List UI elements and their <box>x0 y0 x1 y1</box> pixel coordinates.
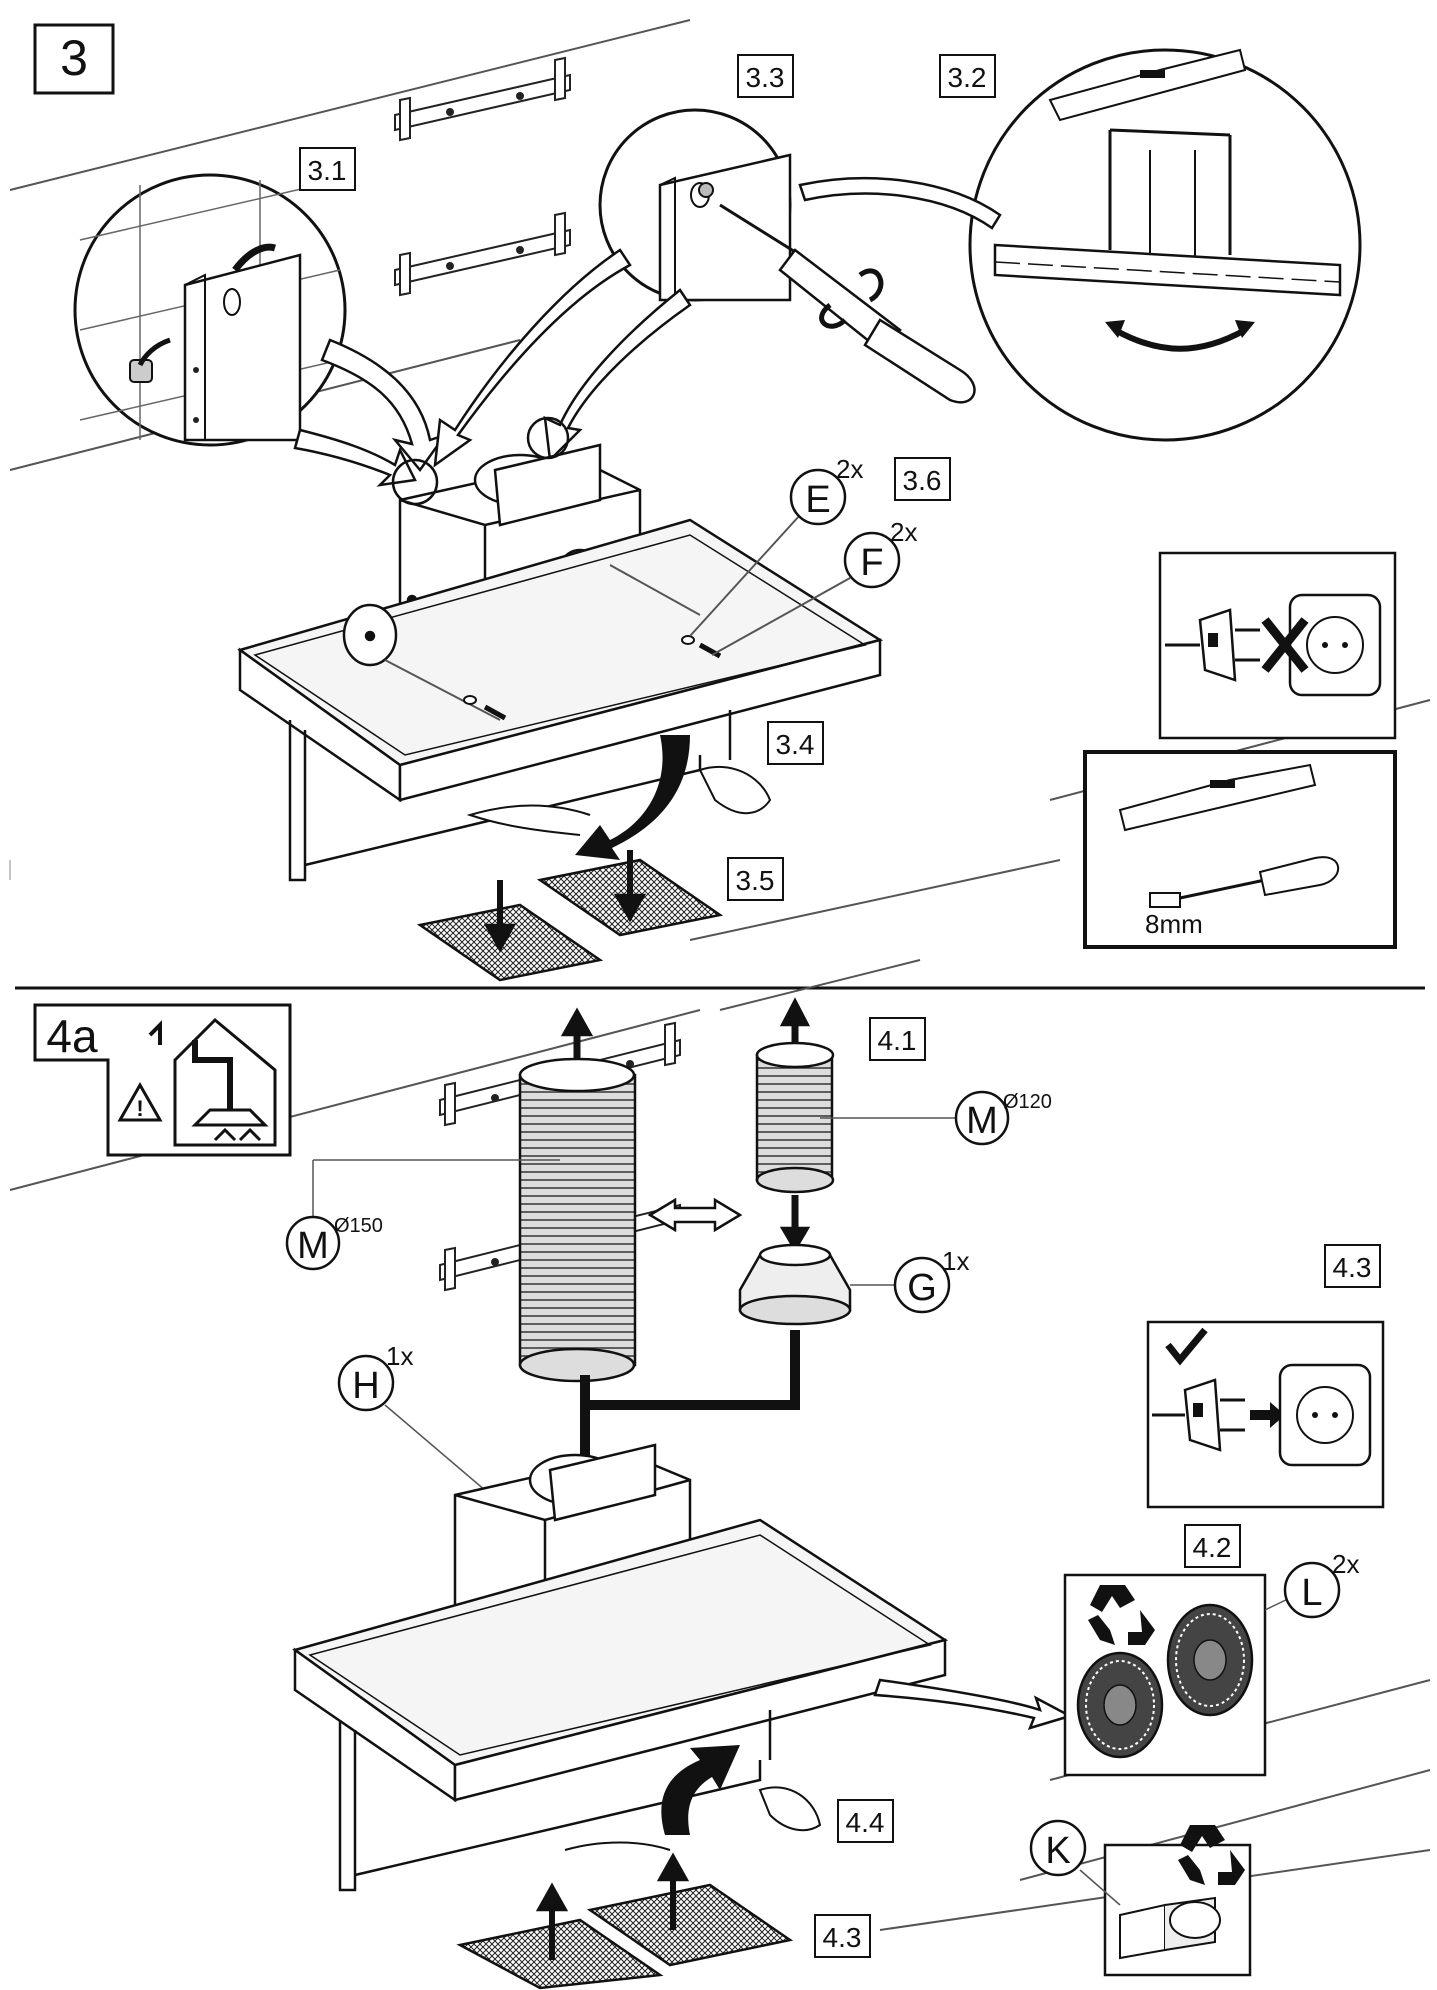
warning-icon: ! <box>117 1081 163 1122</box>
grease-filters-4-3 <box>456 1852 794 1990</box>
duct-150 <box>518 1007 637 1383</box>
svg-text:E: E <box>805 479 830 521</box>
tools-required: 8mm <box>1083 750 1397 949</box>
screws-3-6 <box>384 514 851 721</box>
hood-canopy-4 <box>292 1518 949 1892</box>
part-callout-f: F 2x <box>843 517 917 589</box>
part-callout-k: K <box>1029 1819 1121 1906</box>
recycle-icon-k <box>1178 1825 1245 1885</box>
plug-in-box <box>1146 1320 1385 1509</box>
svg-text:4.1: 4.1 <box>878 1025 917 1056</box>
step-4a-box: 4a ! <box>33 1003 292 1157</box>
recycle-icon <box>1088 1585 1155 1645</box>
step-4-3-top-label: 4.3 <box>1324 1244 1381 1288</box>
svg-text:4a: 4a <box>46 1010 98 1062</box>
svg-text:F: F <box>860 542 883 584</box>
svg-text:K: K <box>1045 1830 1070 1872</box>
packaging-box <box>1103 1825 1252 1977</box>
svg-text:3.1: 3.1 <box>308 155 347 186</box>
svg-text:H: H <box>352 1365 379 1407</box>
svg-text:2x: 2x <box>1332 1549 1359 1579</box>
wall-bracket-lower <box>394 211 571 297</box>
svg-text:L: L <box>1301 1572 1322 1614</box>
svg-text:4.3: 4.3 <box>1333 1252 1372 1283</box>
part-callout-m120: M Ø120 <box>820 1090 1052 1146</box>
carbon-filters-box <box>1063 1573 1267 1777</box>
section-3: 3 <box>9 19 1431 982</box>
part-callout-g: G 1x <box>850 1246 969 1314</box>
wall-bracket-upper <box>394 56 571 142</box>
grease-filters-3-5 <box>416 850 724 982</box>
carbon-filter-left <box>1076 1651 1164 1759</box>
svg-text:4.4: 4.4 <box>846 1807 885 1838</box>
cross-icon <box>1261 617 1309 673</box>
nut-driver-icon <box>1149 856 1340 908</box>
duct-routing <box>580 1330 800 1470</box>
svg-text:G: G <box>907 1267 937 1309</box>
tool-size-label: 8mm <box>1145 909 1203 939</box>
part-callout-l: L 2x <box>1264 1549 1359 1619</box>
screwdriver-icon <box>719 203 976 404</box>
step-4-3-bottom-label: 4.3 <box>814 1914 871 1958</box>
step-3-5-label: 3.5 <box>727 857 784 901</box>
svg-text:3.5: 3.5 <box>736 865 775 896</box>
section-4a: 4a ! <box>9 959 1431 1990</box>
hood-canopy-3 <box>237 518 884 882</box>
carbon-filter-arrow <box>873 1678 1074 1730</box>
detail-circle-3-1 <box>73 173 347 447</box>
step-4-2-label: 4.2 <box>1184 1524 1241 1568</box>
svg-text:3.4: 3.4 <box>776 729 815 760</box>
step-4-1-label: 4.1 <box>869 1017 926 1061</box>
svg-text:Ø120: Ø120 <box>1003 1091 1052 1113</box>
filter-insertion-arrow-4-4 <box>564 1745 822 1851</box>
svg-text:3.6: 3.6 <box>903 465 942 496</box>
step-3-number: 3 <box>60 30 88 86</box>
detail-circle-3-3 <box>598 108 792 302</box>
part-callout-m150: M Ø150 <box>285 1159 560 1271</box>
step-3-1-label: 3.1 <box>299 147 356 191</box>
svg-text:M: M <box>297 1225 329 1267</box>
detail-circle-3-2 <box>968 48 1362 442</box>
svg-text:2x: 2x <box>836 454 863 484</box>
swap-arrow-icon <box>647 1197 743 1233</box>
checkmark-icon <box>1165 1327 1208 1366</box>
ducting-house-icon <box>148 1017 277 1147</box>
step-3-box: 3 <box>33 23 115 95</box>
svg-text:1x: 1x <box>942 1246 969 1276</box>
svg-text:1x: 1x <box>386 1341 413 1371</box>
duct-120 <box>755 997 835 1253</box>
svg-text:Ø150: Ø150 <box>334 1215 383 1237</box>
filter-removal-arrow-3-4 <box>466 735 772 860</box>
svg-text:4.3: 4.3 <box>823 1922 862 1953</box>
svg-text:3.3: 3.3 <box>746 62 785 93</box>
svg-text:2x: 2x <box>890 517 917 547</box>
carbon-filter-right <box>1166 1603 1254 1717</box>
step-3-6-label: 3.6 <box>894 457 951 501</box>
svg-text:!: ! <box>136 1096 143 1121</box>
step-3-3-label: 3.3 <box>737 54 794 98</box>
adapter-g <box>738 1243 852 1326</box>
svg-text:M: M <box>966 1100 998 1142</box>
part-callout-e: E 2x <box>789 454 863 526</box>
step-4-4-label: 4.4 <box>837 1799 894 1843</box>
svg-text:3.2: 3.2 <box>948 62 987 93</box>
detail-arrows <box>293 177 1002 487</box>
step-3-4-label: 3.4 <box>767 721 824 765</box>
unplug-warning <box>1158 551 1397 740</box>
step-3-2-label: 3.2 <box>939 54 996 98</box>
svg-text:4.2: 4.2 <box>1193 1532 1232 1563</box>
